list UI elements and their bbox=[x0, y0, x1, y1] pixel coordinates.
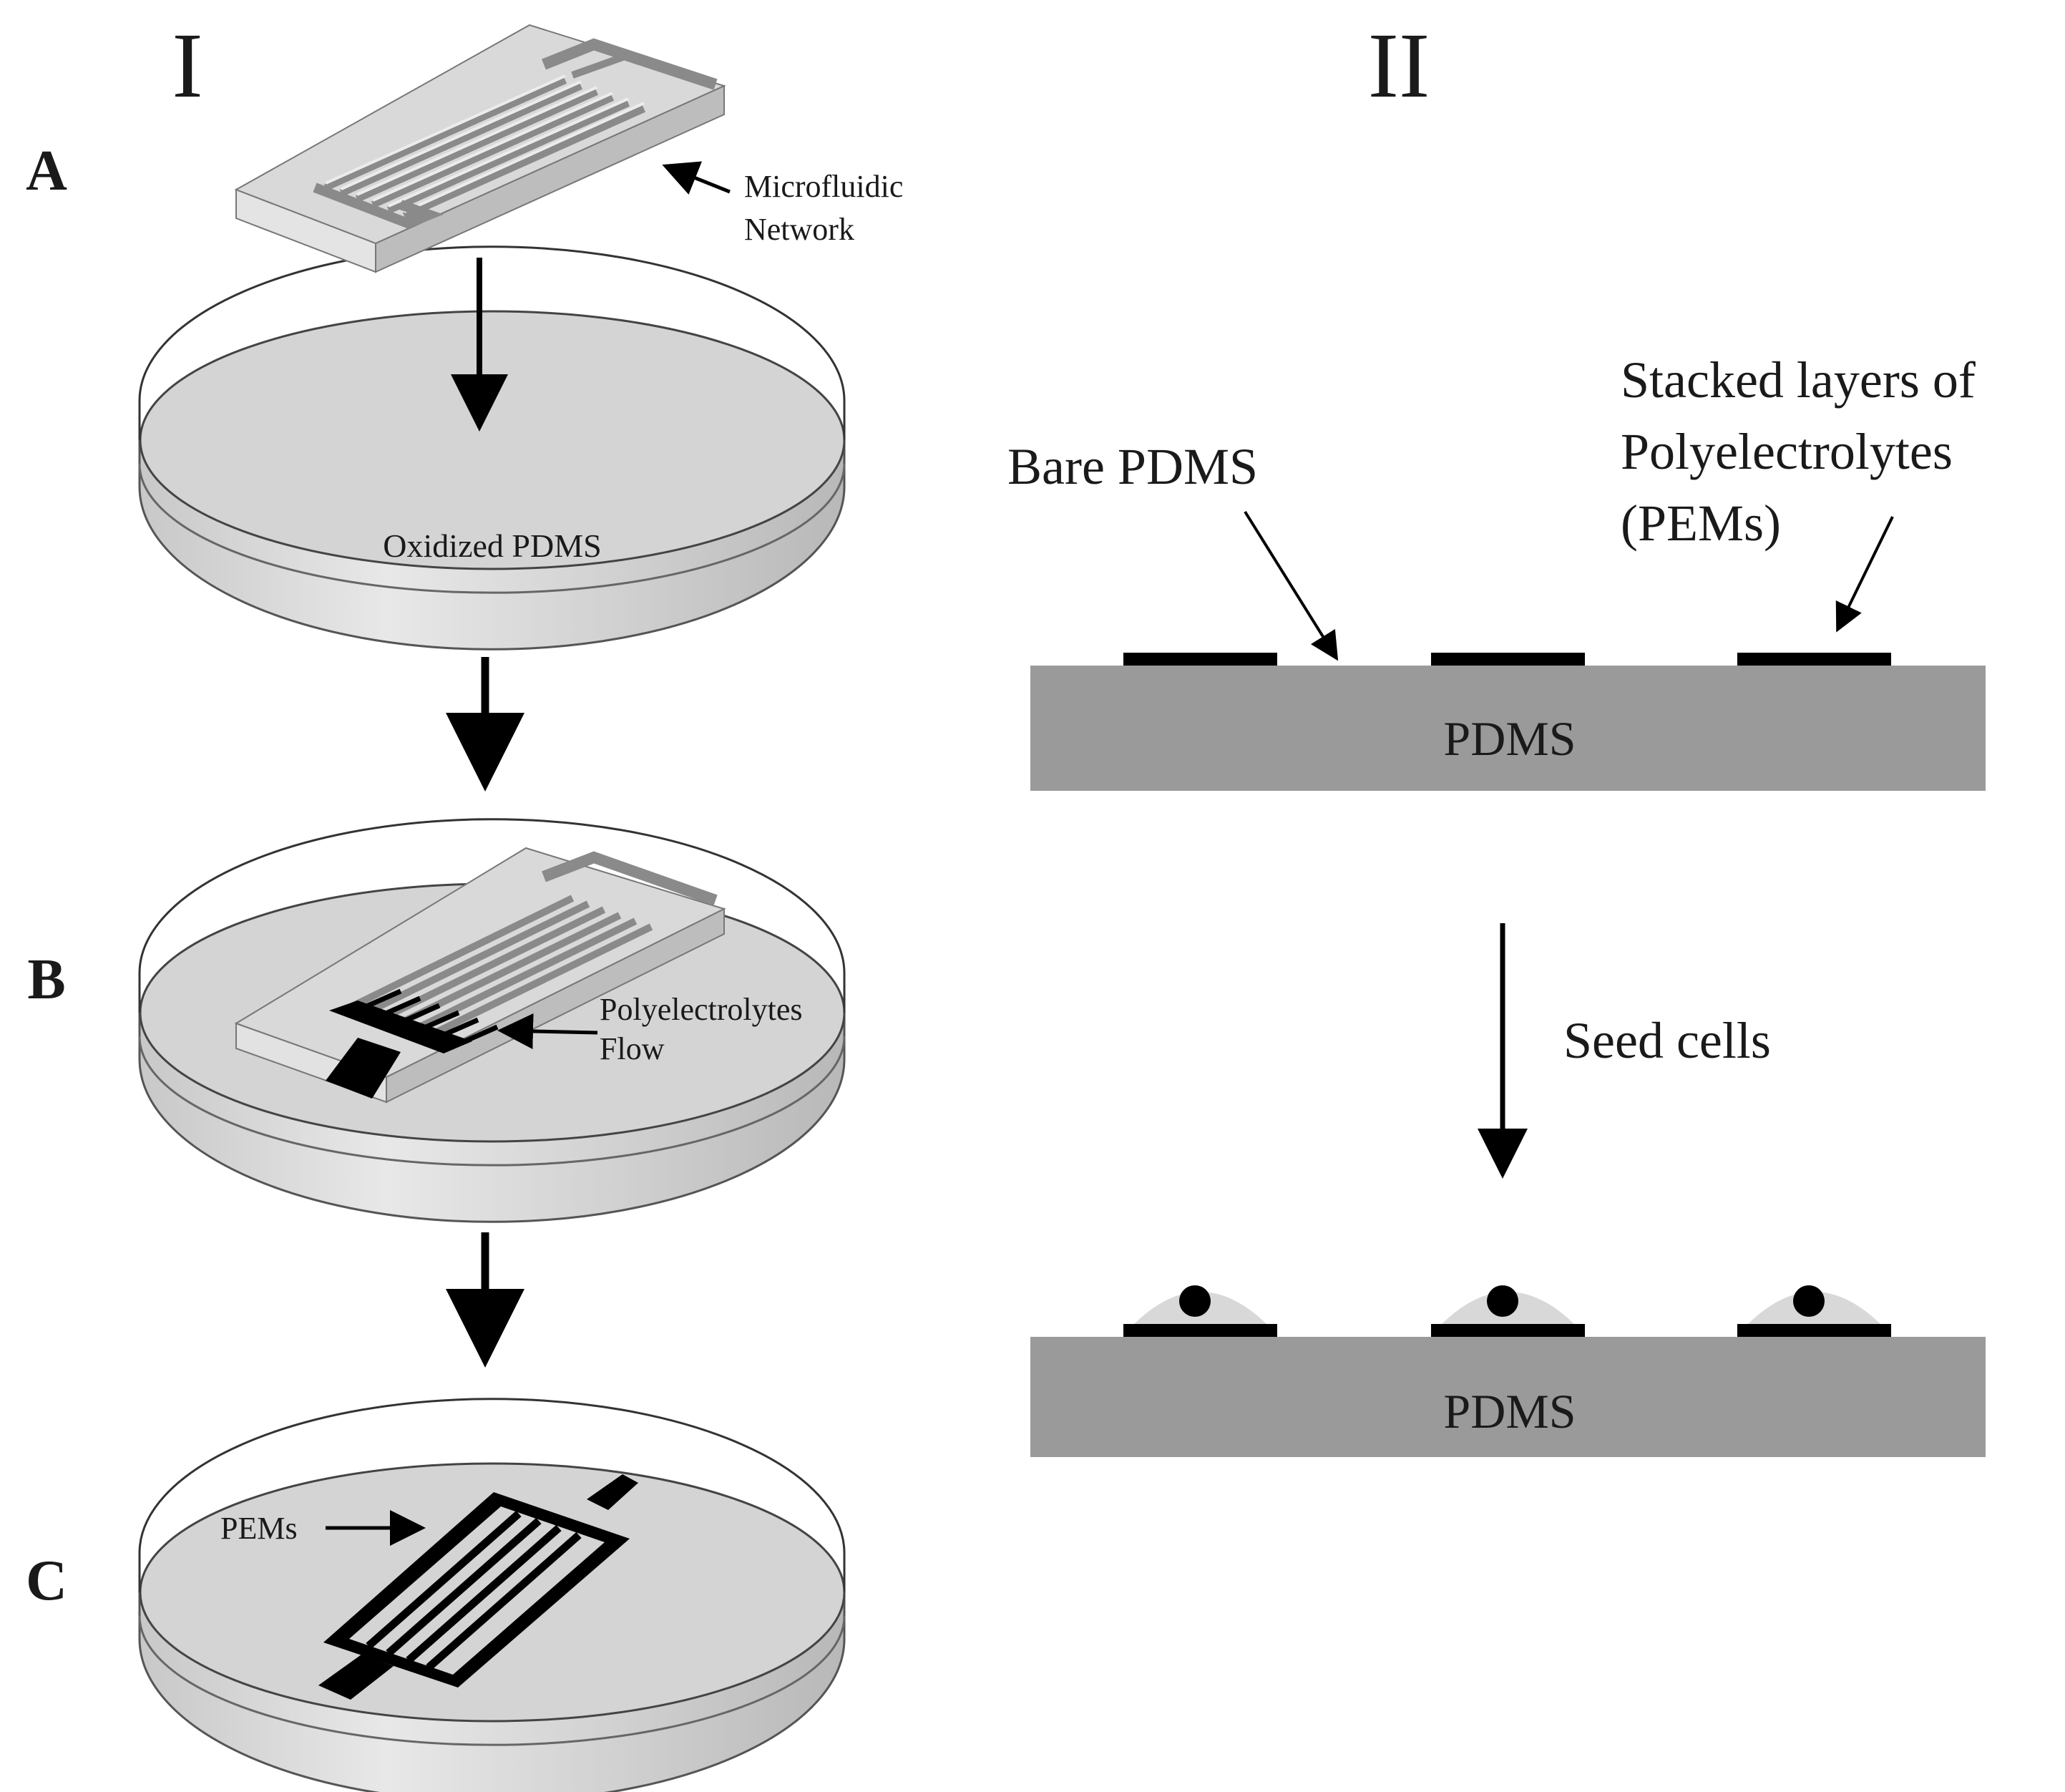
pem-strip-3 bbox=[1737, 653, 1891, 666]
pdms-substrate-top bbox=[1030, 666, 1986, 791]
oxidized-pdms-label: Oxidized PDMS bbox=[383, 527, 601, 564]
cell-3 bbox=[1748, 1285, 1880, 1324]
panel-title-left: I bbox=[172, 14, 202, 117]
pdms-top-label: PDMS bbox=[1443, 711, 1576, 766]
microfluidic-stamp bbox=[234, 24, 726, 273]
microfluidic-label-line2: Network bbox=[744, 212, 854, 247]
arrow-bare-pdms-pointer bbox=[1244, 510, 1339, 661]
microfluidic-label-line1: Microfluidic bbox=[744, 169, 903, 204]
arrow-microfluidic-pointer bbox=[662, 161, 731, 195]
step-label-c: C bbox=[26, 1549, 67, 1612]
cross-section-top bbox=[1030, 653, 1986, 791]
arrow-stacked-pointer bbox=[1835, 516, 1894, 633]
panel-title-right: II bbox=[1368, 14, 1430, 117]
cell-2 bbox=[1442, 1285, 1574, 1324]
pem-pattern bbox=[318, 1474, 638, 1700]
polyelectrolytes-label-line1: Polyelectrolytes bbox=[600, 992, 803, 1027]
pem-strip-1 bbox=[1123, 653, 1277, 666]
seed-cells-label: Seed cells bbox=[1563, 1012, 1771, 1069]
pem-strip-4 bbox=[1123, 1324, 1277, 1337]
pem-strip-2 bbox=[1431, 653, 1585, 666]
arrow-polyelectrolyte-pointer bbox=[497, 1013, 598, 1049]
cell-1 bbox=[1134, 1285, 1266, 1324]
stacked-label-line3: (PEMs) bbox=[1621, 495, 1781, 552]
pdms-substrate-bottom bbox=[1030, 1337, 1986, 1457]
bare-pdms-label: Bare PDMS bbox=[1007, 438, 1258, 495]
step-label-a: A bbox=[26, 140, 67, 203]
pem-strip-6 bbox=[1737, 1324, 1891, 1337]
dish-a bbox=[138, 245, 846, 651]
sealed-stamp bbox=[234, 847, 726, 1104]
stacked-label-line2: Polyelectrolytes bbox=[1621, 423, 1953, 480]
pems-label: PEMs bbox=[220, 1511, 298, 1546]
cross-section-bottom bbox=[1030, 1285, 1986, 1457]
polyelectrolytes-label-line2: Flow bbox=[600, 1031, 665, 1066]
stacked-label-line1: Stacked layers of bbox=[1621, 351, 1976, 409]
pdms-bottom-label: PDMS bbox=[1443, 1384, 1576, 1438]
pem-strip-5 bbox=[1431, 1324, 1585, 1337]
step-label-b: B bbox=[27, 948, 65, 1011]
